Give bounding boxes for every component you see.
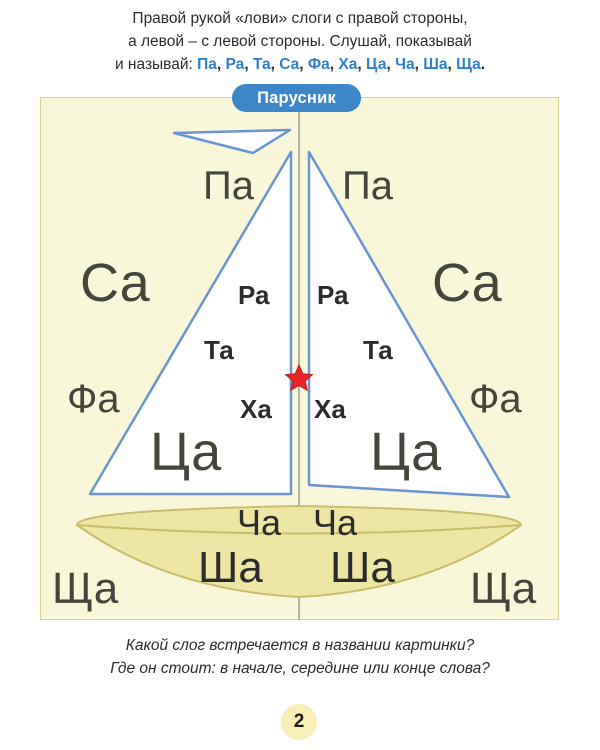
page-number: 2 [281, 704, 317, 740]
instruction-syllable: Ца [365, 56, 387, 73]
instruction-syllable: Ча [395, 56, 415, 73]
right-syllable-ta[interactable]: Та [363, 335, 393, 365]
instruction-separator: , [386, 56, 396, 73]
boat-hull [75, 504, 523, 599]
hull-rim [76, 524, 522, 535]
right-sail [307, 150, 511, 499]
right-syllable-sa[interactable]: Са [432, 253, 502, 313]
left-syllable-sa[interactable]: Са [80, 253, 150, 313]
instruction-syllable: Са [279, 56, 300, 73]
instruction-separator: , [299, 56, 308, 73]
instruction-separator: , [270, 56, 280, 73]
left-syllable-kha[interactable]: Ха [240, 394, 272, 424]
instruction-syllable: Ша [423, 56, 448, 73]
left-syllable-shcha[interactable]: Ща [52, 564, 119, 613]
instruction-separator: , [216, 56, 226, 73]
instruction-syllable: Ра [225, 56, 245, 73]
left-syllable-ra[interactable]: Ра [238, 280, 270, 310]
question-line-2: Где он стоит: в начале, середине или кон… [110, 660, 490, 677]
instruction-separator: , [447, 56, 457, 73]
instruction-line-3: и называй: Па, Ра, Та, Са, Фа, Ха, Ца, Ч… [0, 54, 600, 75]
right-syllable-ra[interactable]: Ра [317, 280, 349, 310]
instruction-syllable: Ха [338, 56, 358, 73]
instruction-prefix: и называй: [114, 56, 193, 73]
right-syllable-cha[interactable]: Ча [313, 502, 358, 543]
right-syllable-sha[interactable]: Ша [330, 543, 395, 592]
right-syllable-shcha[interactable]: Ща [470, 564, 537, 613]
left-syllable-pa[interactable]: Па [203, 164, 254, 208]
right-syllable-kha[interactable]: Ха [314, 394, 346, 424]
left-syllable-sha[interactable]: Ша [198, 543, 263, 592]
instruction-syllable: Ща [456, 56, 481, 73]
instruction-separator: , [357, 56, 366, 73]
star-icon [284, 363, 314, 392]
question-line-1: Какой слог встречается в названии картин… [125, 637, 475, 654]
instruction-line-1: Правой рукой «лови» слоги с правой сторо… [132, 10, 468, 27]
instruction-end: . [480, 56, 486, 73]
left-sail [88, 150, 293, 496]
instruction-line-2: а левой – с левой стороны. Слушай, показ… [128, 33, 472, 50]
syllable-list: Па, Ра, Та, Са, Фа, Ха, Ца, Ча, Ша, Ща [197, 56, 481, 73]
instruction-separator: , [244, 56, 253, 73]
instruction-syllable: Та [252, 56, 271, 73]
left-syllable-fa[interactable]: Фа [67, 377, 120, 421]
flag [172, 128, 292, 155]
right-syllable-fa[interactable]: Фа [469, 377, 522, 421]
instruction-separator: , [329, 56, 339, 73]
left-syllable-ta[interactable]: Та [204, 335, 234, 365]
instruction-separator: , [414, 56, 424, 73]
instruction-syllable: Па [197, 56, 217, 73]
instruction-syllable: Фа [307, 56, 330, 73]
picture-title: Парусник [232, 84, 361, 112]
left-syllable-cha[interactable]: Ча [237, 502, 282, 543]
right-syllable-tsa[interactable]: Ца [370, 422, 442, 482]
right-syllable-pa[interactable]: Па [342, 164, 393, 208]
left-syllable-tsa[interactable]: Ца [150, 422, 222, 482]
